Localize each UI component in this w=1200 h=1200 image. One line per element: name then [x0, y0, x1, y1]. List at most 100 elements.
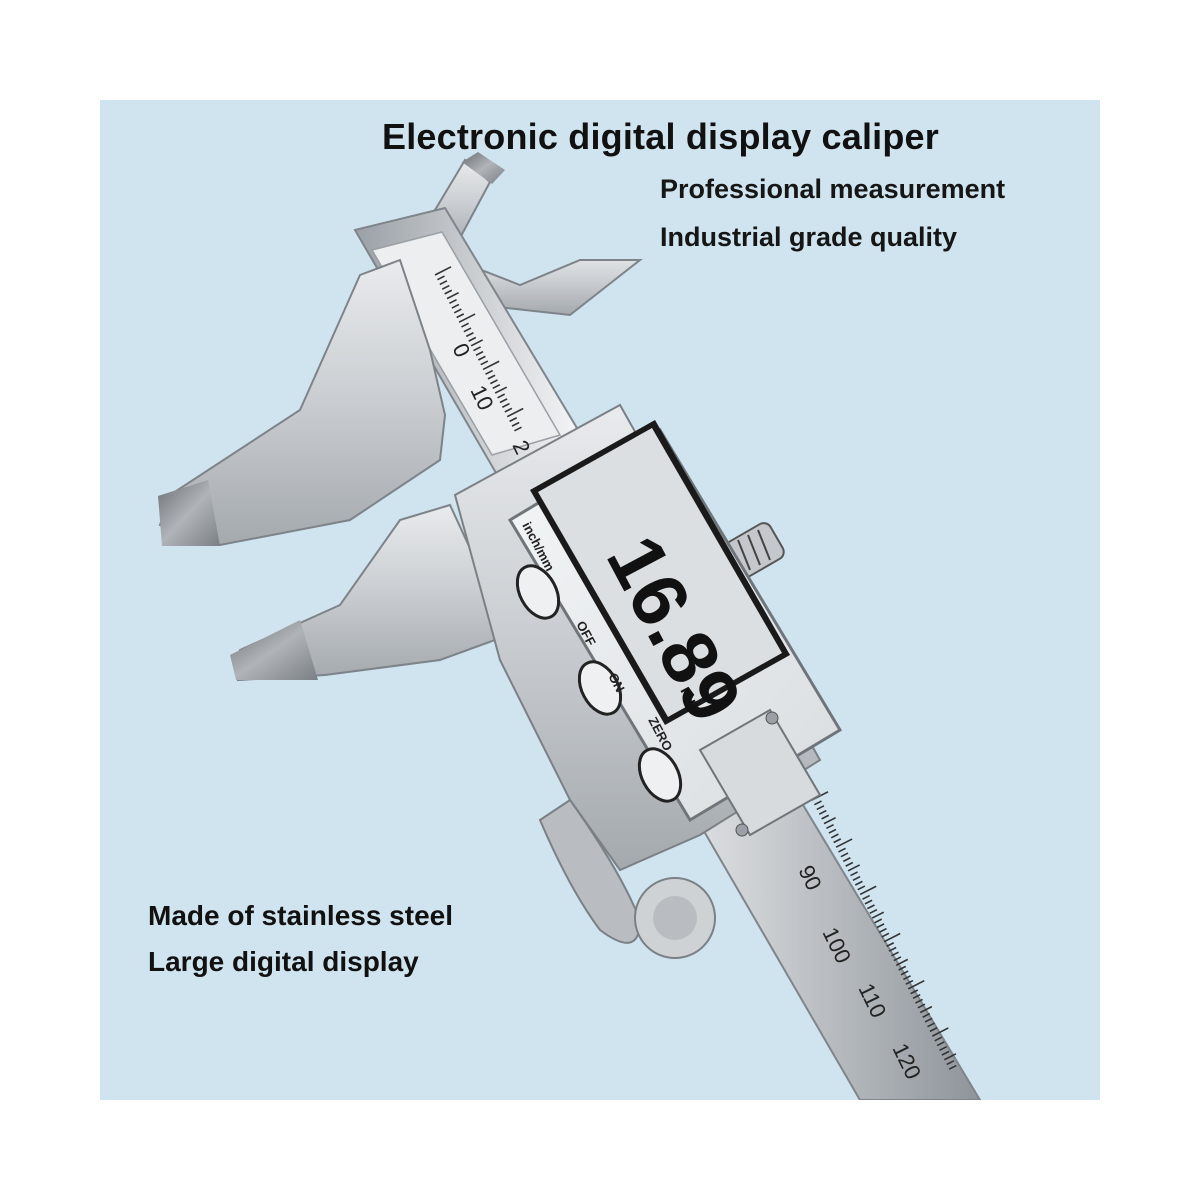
tick-mark [869, 908, 878, 915]
tick-mark [816, 805, 825, 811]
tick-mark [449, 298, 457, 305]
tick-mark [821, 814, 830, 820]
inch-mm-button[interactable] [509, 559, 567, 625]
tick-mark [453, 308, 462, 314]
tick-mark [509, 417, 518, 423]
tick-mark [895, 958, 909, 966]
tick-mark [439, 280, 448, 286]
tick-mark [487, 374, 496, 380]
tick-mark [946, 1060, 955, 1066]
tick-mark [818, 809, 827, 815]
tick-mark [919, 1005, 933, 1014]
tick-mark [492, 383, 501, 390]
tick-mark [494, 386, 508, 394]
tick-mark [840, 852, 849, 858]
tick-mark [886, 942, 895, 948]
tick-mark [859, 885, 877, 896]
tick-mark [917, 1003, 926, 1009]
tick-mark [845, 861, 854, 867]
tick-mark [905, 979, 914, 985]
tick-mark [907, 980, 925, 990]
tick-mark [489, 379, 498, 385]
tick-mark [850, 871, 858, 877]
tick-mark [468, 336, 477, 342]
tick-mark [941, 1050, 950, 1056]
tick-mark [924, 1017, 933, 1023]
tick-mark [444, 289, 453, 295]
tick-mark [475, 350, 484, 356]
tick-mark [910, 989, 919, 995]
tick-mark [891, 951, 899, 957]
tick-mark [823, 816, 836, 825]
tick-mark [898, 965, 907, 971]
tick-mark [482, 360, 500, 371]
tick-mark [485, 369, 494, 375]
tick-mark [463, 327, 472, 333]
tick-mark [931, 1027, 949, 1037]
tick-mark [458, 313, 476, 323]
fixed-outer-jaw [158, 258, 447, 547]
tick-mark [879, 927, 887, 933]
tick-mark [835, 838, 853, 848]
product-image-panel: 0 10 2 90 100 110 120 [100, 100, 1100, 1100]
tick-mark [451, 303, 460, 309]
tick-mark [504, 407, 513, 413]
tick-mark [441, 284, 450, 290]
tick-mark [502, 402, 510, 408]
tick-mark [915, 998, 923, 1004]
tick-mark [830, 833, 839, 839]
tick-mark [456, 313, 465, 319]
subtitle-line-1: Professional measurement [660, 174, 1006, 204]
tick-mark [470, 339, 484, 347]
tick-mark [480, 360, 489, 366]
tick-mark [883, 932, 901, 943]
tick-mark [497, 393, 506, 399]
tick-mark [876, 923, 885, 929]
tick-mark [939, 1045, 948, 1051]
caliper-illustration: 0 10 2 90 100 110 120 [158, 152, 982, 1100]
tick-mark [927, 1022, 935, 1028]
tick-mark [446, 291, 459, 300]
tick-mark [903, 975, 911, 981]
display-housing [507, 420, 843, 837]
tick-mark [893, 956, 902, 962]
tick-mark [871, 911, 885, 919]
tick-mark [948, 1064, 957, 1070]
tick-mark [842, 857, 851, 863]
tick-mark [511, 421, 520, 427]
tick-mark [814, 800, 822, 806]
tick-mark [847, 864, 861, 872]
tick-mark [477, 355, 486, 361]
zero-button[interactable] [631, 742, 689, 808]
tick-mark [922, 1012, 931, 1018]
battery-cover [698, 708, 822, 837]
tick-mark [936, 1041, 945, 1047]
tick-mark [826, 823, 834, 830]
tick-mark [888, 946, 897, 952]
tick-mark [864, 899, 873, 905]
subtitle-line-2: Industrial grade quality [660, 222, 958, 252]
tick-mark [461, 322, 469, 328]
tick-mark [833, 838, 842, 844]
beam-tick-marks-top [434, 266, 524, 432]
tick-mark [499, 398, 508, 404]
tick-mark [929, 1027, 938, 1033]
tick-mark [506, 407, 524, 418]
beam-tick-marks-bottom [811, 791, 957, 1070]
tick-mark [473, 346, 481, 352]
tick-mark [828, 828, 837, 834]
tick-mark [900, 970, 909, 976]
tick-mark [862, 894, 871, 900]
sliding-outer-jaw [230, 503, 497, 682]
tick-mark [514, 426, 522, 432]
tick-mark [881, 932, 890, 938]
tick-mark [465, 332, 474, 338]
tick-mark [866, 904, 875, 910]
tick-mark [852, 875, 861, 881]
tick-mark [437, 275, 445, 281]
tick-mark [934, 1036, 943, 1042]
tick-mark [857, 885, 866, 891]
headline: Electronic digital display caliper [382, 116, 939, 157]
on-off-button[interactable] [571, 655, 629, 721]
feature-line-1: Made of stainless steel [148, 900, 454, 931]
